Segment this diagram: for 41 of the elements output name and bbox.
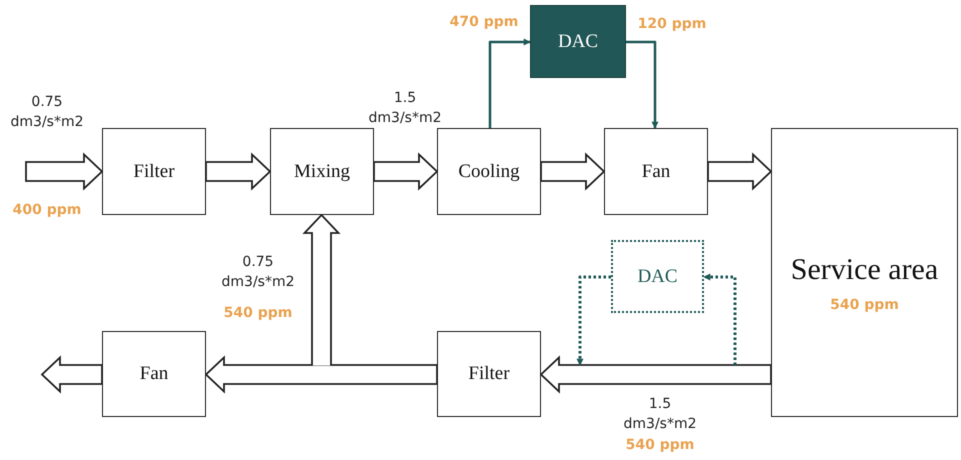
- dac-box: [611, 240, 704, 313]
- concentration-label: 120 ppm: [638, 15, 706, 34]
- box-label: Fan: [642, 160, 670, 182]
- concentration-label: 540 ppm: [224, 304, 292, 323]
- box-label: DAC: [558, 30, 598, 52]
- flow-arrow: [540, 355, 772, 394]
- fan-box: [102, 331, 206, 417]
- arrow: [488, 38, 531, 128]
- fan-box: [604, 128, 708, 215]
- flow-arrow: [373, 152, 438, 191]
- mixing-box: [270, 128, 374, 215]
- box-label: Filter: [133, 160, 175, 182]
- flow-arrow: [707, 152, 772, 191]
- concentration-label: 400 ppm: [12, 201, 82, 220]
- concentration-label: 540 ppm: [626, 436, 694, 455]
- flow-rate-label: 0.75 dm3/s*m2: [10, 93, 84, 132]
- flow-rate-label: 1.5 dm3/s*m2: [624, 395, 696, 434]
- flow-rate-label: 0.75 dm3/s*m2: [222, 253, 294, 292]
- flow-arrow: [540, 152, 606, 191]
- cooling-box: [437, 128, 541, 215]
- flow-arrow: [40, 355, 103, 394]
- box-label: Mixing: [294, 160, 350, 182]
- filter-box: [437, 331, 541, 417]
- flow-arrow: [25, 152, 104, 191]
- box-label: Cooling: [458, 160, 520, 182]
- concentration-label: 540 ppm: [830, 297, 899, 313]
- box-label: DAC: [637, 266, 678, 288]
- arrow: [626, 40, 658, 129]
- flow-arrow: [302, 214, 341, 366]
- box-label: Service area: [790, 253, 938, 287]
- dotted-arrow: [576, 276, 611, 366]
- concentration-label: 470 ppm: [450, 13, 518, 32]
- flow-arrow: [205, 152, 272, 191]
- flow-rate-label: 1.5 dm3/s*m2: [368, 89, 442, 128]
- service-area-box: [771, 128, 958, 417]
- box-label: Fan: [140, 363, 168, 385]
- flow-arrow: [204, 355, 438, 394]
- box-label: Filter: [468, 363, 510, 385]
- dotted-arrow: [703, 274, 736, 365]
- dac-box: [530, 5, 626, 78]
- filter-box: [102, 128, 206, 215]
